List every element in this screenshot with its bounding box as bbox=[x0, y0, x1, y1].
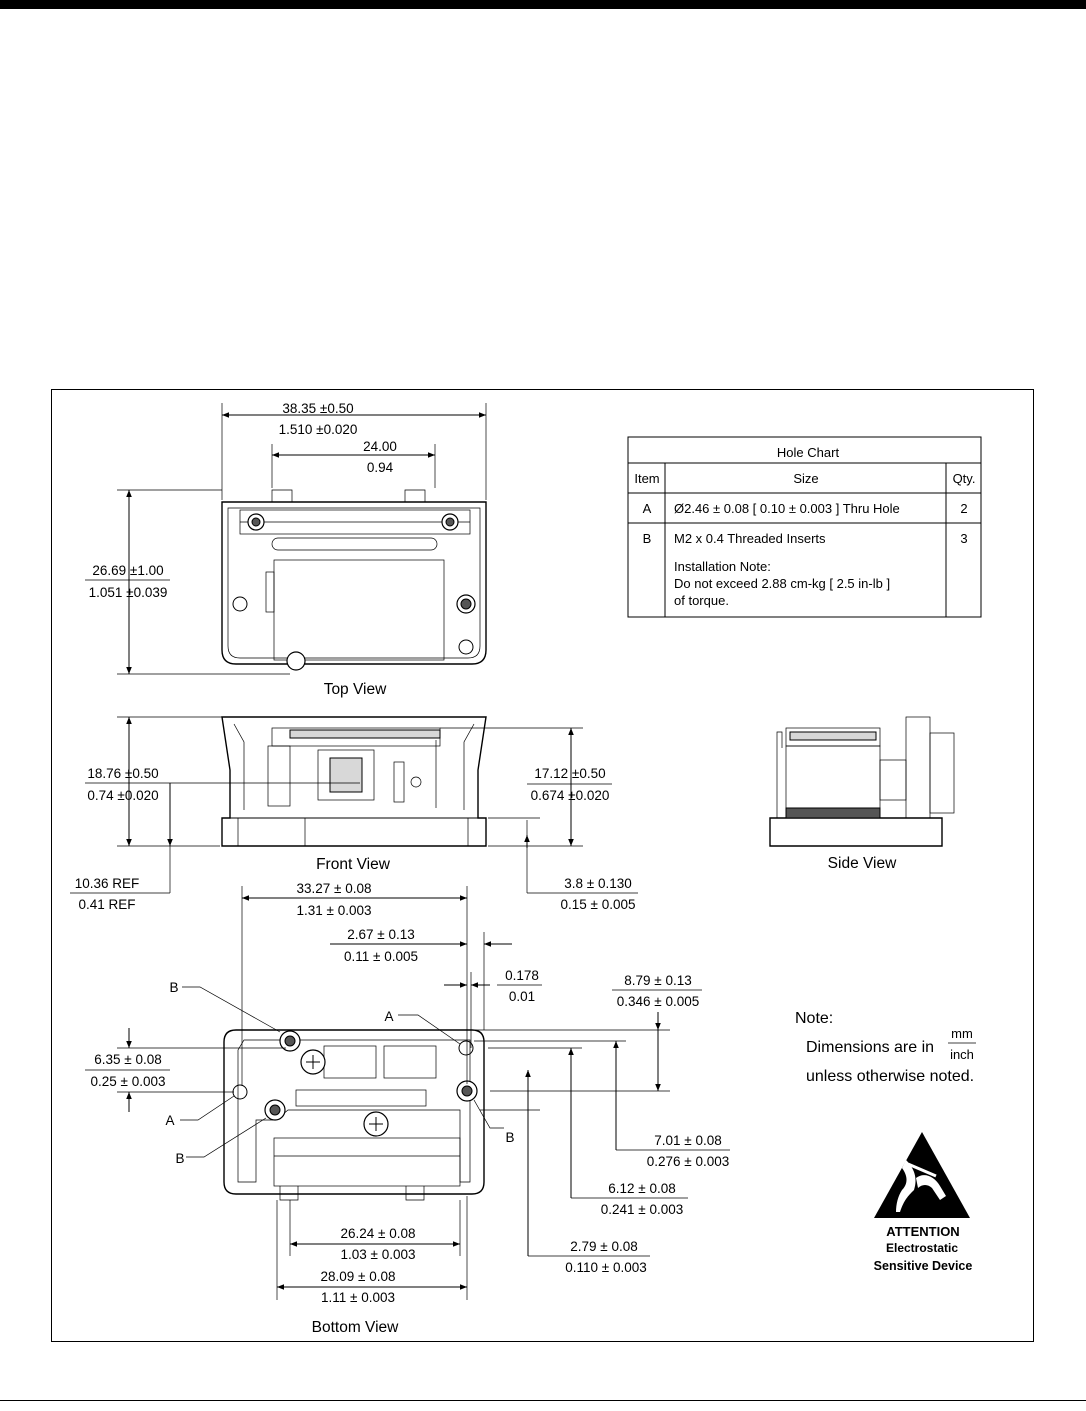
bottom-view-dimensions: 33.27 ± 0.08 1.31 ± 0.003 2.67 ± 0.13 0.… bbox=[85, 881, 730, 1305]
dim-bottom-2809-inch: 1.11 ± 0.003 bbox=[321, 1290, 395, 1305]
dim-top-height-inch: 1.051 ±0.039 bbox=[89, 585, 168, 600]
esd-electrostatic: Electrostatic bbox=[886, 1241, 958, 1255]
callout-b-right: B bbox=[505, 1130, 514, 1145]
bottom-view-label: Bottom View bbox=[312, 1319, 400, 1336]
dim-bottom-635-inch: 0.25 ± 0.003 bbox=[91, 1074, 166, 1089]
dim-bottom-2624-mm: 26.24 ± 0.08 bbox=[341, 1226, 416, 1241]
esd-warning: ATTENTION Electrostatic Sensitive Device bbox=[874, 1132, 973, 1273]
installation-note-line2: of torque. bbox=[674, 593, 729, 608]
dim-front-base-inch: 0.15 ± 0.005 bbox=[561, 897, 636, 912]
note-line1: Dimensions are in bbox=[806, 1039, 934, 1056]
callout-a-top: A bbox=[384, 1009, 393, 1024]
side-view: Side View bbox=[769, 716, 955, 872]
dim-top-width-inch: 1.510 ±0.020 bbox=[279, 422, 358, 437]
dim-bottom-width-inch: 1.31 ± 0.003 bbox=[297, 903, 372, 918]
dim-bottom-701-mm: 7.01 ± 0.08 bbox=[654, 1133, 721, 1148]
hole-chart-header-item: Item bbox=[634, 471, 659, 486]
dim-bottom-small-inch: 0.01 bbox=[509, 989, 535, 1004]
esd-warning-icon bbox=[874, 1132, 970, 1218]
dim-bottom-612-inch: 0.241 ± 0.003 bbox=[601, 1202, 683, 1217]
dim-bottom-279-mm: 2.79 ± 0.08 bbox=[570, 1239, 637, 1254]
dim-front-height-inch: 0.74 ±0.020 bbox=[87, 788, 158, 803]
installation-note-line1: Do not exceed 2.88 cm-kg [ 2.5 in-lb ] bbox=[674, 576, 890, 591]
dim-top-width-mm: 38.35 ±0.50 bbox=[282, 401, 353, 416]
dim-front-ref-inch: 0.41 REF bbox=[78, 897, 135, 912]
dim-bottom-612-mm: 6.12 ± 0.08 bbox=[608, 1181, 675, 1196]
dim-top-tab-span-inch: 0.94 bbox=[367, 460, 394, 475]
bottom-view: Bottom View bbox=[223, 1029, 485, 1336]
callout-a-left: A bbox=[165, 1113, 174, 1128]
hole-chart-title: Hole Chart bbox=[777, 445, 840, 460]
top-view-label: Top View bbox=[324, 681, 387, 698]
hole-chart: Hole Chart Item Size Qty. A Ø2.46 ± 0.08… bbox=[627, 436, 982, 618]
dim-front-height-mm: 18.76 ±0.50 bbox=[87, 766, 158, 781]
dim-front-right-mm: 17.12 ±0.50 bbox=[534, 766, 605, 781]
callout-b-top: B bbox=[169, 980, 178, 995]
hole-chart-row-a-item: A bbox=[643, 501, 652, 516]
dim-bottom-small-mm: 0.178 bbox=[505, 968, 539, 983]
header-bar bbox=[0, 0, 1086, 9]
note-unit-inch: inch bbox=[950, 1047, 974, 1062]
front-view: Front View bbox=[221, 716, 487, 873]
drawing-frame bbox=[51, 389, 1034, 1342]
bottom-view-callouts: B A A B B bbox=[165, 980, 514, 1166]
esd-attention: ATTENTION bbox=[886, 1224, 959, 1239]
note-title: Note: bbox=[795, 1010, 833, 1027]
front-view-dimensions: 18.76 ±0.50 0.74 ±0.020 17.12 ±0.50 0.67… bbox=[70, 716, 638, 912]
dim-bottom-a-offset-mm: 2.67 ± 0.13 bbox=[347, 927, 414, 942]
front-view-label: Front View bbox=[316, 856, 391, 873]
dim-bottom-635-mm: 6.35 ± 0.08 bbox=[94, 1052, 161, 1067]
dim-bottom-279-inch: 0.110 ± 0.003 bbox=[565, 1260, 646, 1275]
hole-chart-row-a-size: Ø2.46 ± 0.08 [ 0.10 ± 0.003 ] Thru Hole bbox=[674, 501, 900, 516]
top-view: Top View bbox=[221, 489, 487, 698]
note-line2: unless otherwise noted. bbox=[806, 1068, 974, 1085]
hole-chart-header-qty: Qty. bbox=[953, 471, 976, 486]
dim-bottom-width-mm: 33.27 ± 0.08 bbox=[297, 881, 372, 896]
hole-chart-row-b-size: M2 x 0.4 Threaded Inserts bbox=[674, 531, 826, 546]
side-view-label: Side View bbox=[828, 855, 897, 872]
esd-sensitive-device: Sensitive Device bbox=[874, 1259, 973, 1273]
hole-chart-header-size: Size bbox=[793, 471, 818, 486]
dim-bottom-2624-inch: 1.03 ± 0.003 bbox=[341, 1247, 416, 1262]
hole-chart-row-a-qty: 2 bbox=[960, 501, 967, 516]
note-unit-mm: mm bbox=[951, 1026, 973, 1041]
dim-front-base-mm: 3.8 ± 0.130 bbox=[564, 876, 631, 891]
callout-b-left: B bbox=[175, 1151, 184, 1166]
hole-chart-row-b-qty: 3 bbox=[960, 531, 967, 546]
hole-chart-row-b-item: B bbox=[643, 531, 652, 546]
dim-bottom-879-inch: 0.346 ± 0.005 bbox=[617, 994, 699, 1009]
footer-rule bbox=[0, 1400, 1086, 1401]
top-view-dimensions: 38.35 ±0.50 1.510 ±0.020 24.00 0.94 26.6… bbox=[85, 401, 487, 675]
installation-note-title: Installation Note: bbox=[674, 559, 771, 574]
dim-front-ref-mm: 10.36 REF bbox=[75, 876, 140, 891]
dim-bottom-701-inch: 0.276 ± 0.003 bbox=[647, 1154, 729, 1169]
dim-bottom-a-offset-inch: 0.11 ± 0.005 bbox=[344, 949, 418, 964]
dim-top-height-mm: 26.69 ±1.00 bbox=[92, 563, 163, 578]
dim-front-right-inch: 0.674 ±0.020 bbox=[531, 788, 610, 803]
units-note: Note: Dimensions are in mm inch unless o… bbox=[795, 1010, 976, 1085]
dim-bottom-2809-mm: 28.09 ± 0.08 bbox=[321, 1269, 396, 1284]
dim-top-tab-span-mm: 24.00 bbox=[363, 439, 397, 454]
dim-bottom-879-mm: 8.79 ± 0.13 bbox=[624, 973, 691, 988]
